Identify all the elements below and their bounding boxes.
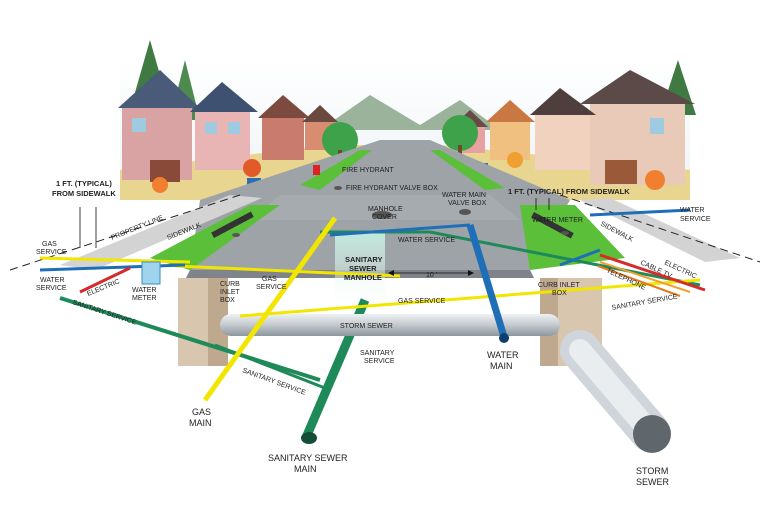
label-one-ft-left-1: 1 FT. (TYPICAL) [56,179,112,188]
water-meter-icon [141,261,161,285]
label-water-meter-left-2: METER [132,295,157,302]
label-gas-service-center-1: GAS [262,276,277,283]
label-water-service-left-1: WATER [40,277,65,284]
telephone-line [597,265,681,297]
label-water-main-2: MAIN [490,361,513,371]
fire-hydrant-icon [313,165,320,175]
shrub-icon [507,152,523,168]
label-gas-service-left-1: GAS [42,241,57,248]
label-water-meter-right: WATER METER [532,217,583,224]
label-sanitary-service-right: SANITARY SERVICE [611,293,678,312]
label-sanitary-service-center-2: SERVICE [364,358,395,365]
house-icon [258,95,310,160]
label-sanitary-service-left: SANITARY SERVICE [71,299,137,326]
label-water-service-left-2: SERVICE [36,285,67,292]
manhole-cover-icon [372,211,392,219]
storm-sewer-pipe [220,314,560,336]
label-water-service-right-2: SERVICE [680,216,711,223]
label-gas-service-right: GAS SERVICE [398,298,446,305]
label-curb-inlet-box-right-1: CURB INLET [538,282,580,289]
valve-box-icon [334,186,342,190]
house-icon [580,70,695,185]
utility-lines [39,198,706,453]
label-gas-service-center-2: SERVICE [256,284,287,291]
label-curb-inlet-box-left-1: CURB [220,281,240,288]
label-curb-inlet-box-left-3: BOX [220,297,235,304]
label-water-main-1: WATER [487,350,519,360]
label-ten-feet: 10 ' [426,272,437,279]
label-storm-sewer-pipe: STORM SEWER [340,323,393,330]
label-curb-inlet-box-left-2: INLET [220,289,241,296]
label-sanitary-service-center-1: SANITARY [360,350,395,357]
house-icon [530,88,596,170]
house-icon [190,82,258,170]
label-gas-service-left-2: SERVICE [36,249,67,256]
label-manhole-cover-2: COVER [372,214,397,221]
water-main-line [466,223,509,342]
electric-line [79,266,131,294]
valve-box-icon [459,209,471,215]
house-icon [486,100,535,160]
gas-main-line [202,216,338,402]
label-fire-hydrant-valve-box: FIRE HYDRANT VALVE BOX [346,185,438,192]
label-curb-inlet-box-right-2: BOX [552,290,567,297]
label-water-meter-left-1: WATER [132,287,157,294]
tree-icon [442,115,478,151]
gas-service-line [239,278,701,318]
label-storm-sewer-2: SEWER [636,477,670,487]
label-sanitary-sewer-manhole-2: SEWER [349,264,377,273]
label-fire-hydrant: FIRE HYDRANT [342,167,394,174]
label-sanitary-sewer-manhole-3: MANHOLE [344,273,382,282]
label-one-ft-right: 1 FT. (TYPICAL) FROM SIDEWALK [508,187,630,196]
label-one-ft-left-2: FROM SIDEWALK [52,189,116,198]
label-manhole-cover-1: MANHOLE [368,206,403,213]
label-water-main-valve-box-2: VALVE BOX [448,200,487,207]
shrub-icon [243,159,261,177]
label-sanitary-sewer-main-1: SANITARY SEWER [268,453,348,463]
sanitary-service-left-line [59,296,321,382]
cable-line [599,261,691,293]
storm-sewer-outlet [633,415,671,453]
label-water-main-valve-box-1: WATER MAIN [442,192,486,199]
house-icon [118,70,200,182]
tree-icon [322,122,358,158]
label-storm-sewer-1: STORM [636,466,668,476]
label-sanitary-sewer-main-2: MAIN [294,464,317,474]
label-sanitary-sewer-manhole-1: SANITARY [345,255,383,264]
label-gas-main-2: MAIN [189,418,212,428]
label-water-service-right-1: WATER [680,207,705,214]
label-gas-main-1: GAS [192,407,211,417]
street [9,140,761,278]
shrub-icon [152,177,168,193]
shrub-icon [645,170,665,190]
label-water-service-center: WATER SERVICE [398,237,455,244]
